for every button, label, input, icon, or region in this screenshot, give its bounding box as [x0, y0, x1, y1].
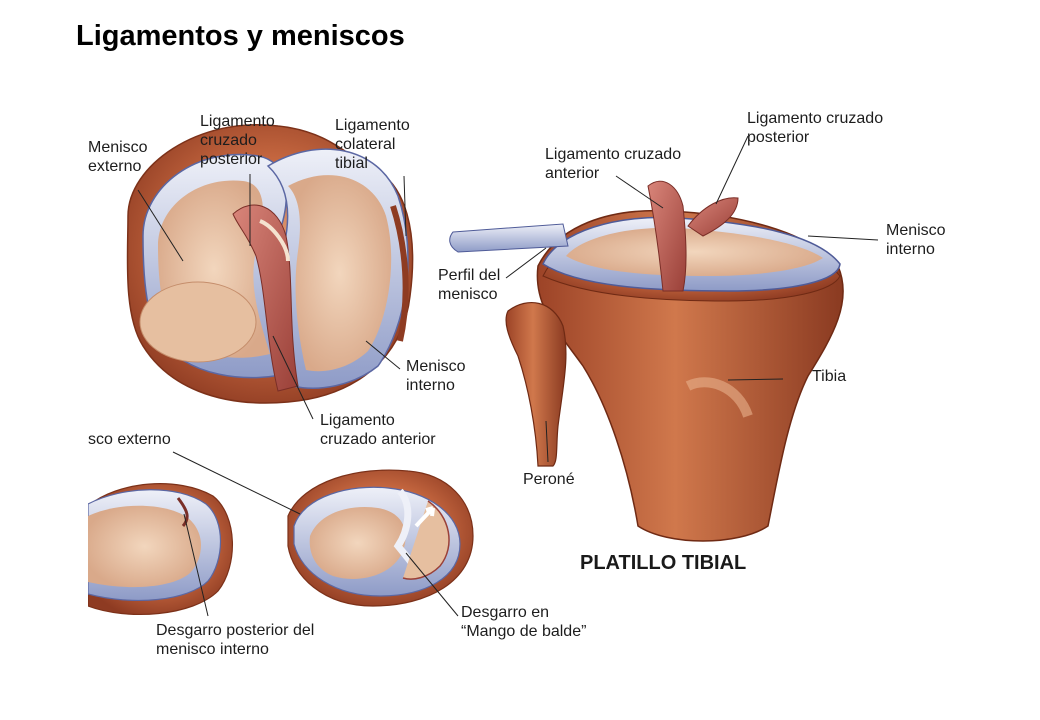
label-menisco-interno-left: Menisco interno	[406, 358, 466, 394]
torn-meniscus-posterior	[88, 483, 234, 615]
label-menisco-externo-top: Menisco externo	[88, 139, 148, 175]
label-desgarro-mango-de-balde: Desgarro en “Mango de balde”	[461, 604, 587, 640]
label-ligamento-cruzado-anterior-left: Ligamento cruzado anterior	[320, 412, 436, 448]
tibial-plateau-3d	[449, 180, 844, 542]
page-title: Ligamentos y meniscos	[76, 20, 405, 52]
label-perone: Peroné	[523, 471, 575, 488]
label-ligamento-cruzado-posterior-right: Ligamento cruzado posterior	[747, 110, 884, 146]
caption-platillo-tibial: PLATILLO TIBIAL	[580, 552, 747, 574]
tibial-plateau-top-view	[126, 124, 414, 404]
label-ligamento-cruzado-anterior-right: Ligamento cruzado anterior	[545, 146, 682, 182]
torn-meniscus-bucket-handle	[287, 469, 474, 607]
label-ligamento-colateral-tibial: Ligamento colateral tibial	[335, 117, 410, 172]
label-perfil-del-menisco: Perfil del menisco	[438, 267, 501, 303]
label-tibia: Tibia	[812, 368, 847, 385]
label-menisco-externo-bottom: sco externo	[88, 431, 171, 448]
label-menisco-interno-right: Menisco interno	[886, 222, 946, 258]
label-ligamento-cruzado-posterior-left: Ligamento cruzado posterior	[200, 113, 275, 168]
leader-lines	[137, 135, 879, 617]
knee-anatomy-drawing	[88, 124, 879, 617]
label-desgarro-posterior: Desgarro posterior del menisco interno	[156, 622, 315, 658]
knee-anatomy-illustration: Menisco externo Ligamento cruzado poster…	[88, 86, 968, 670]
